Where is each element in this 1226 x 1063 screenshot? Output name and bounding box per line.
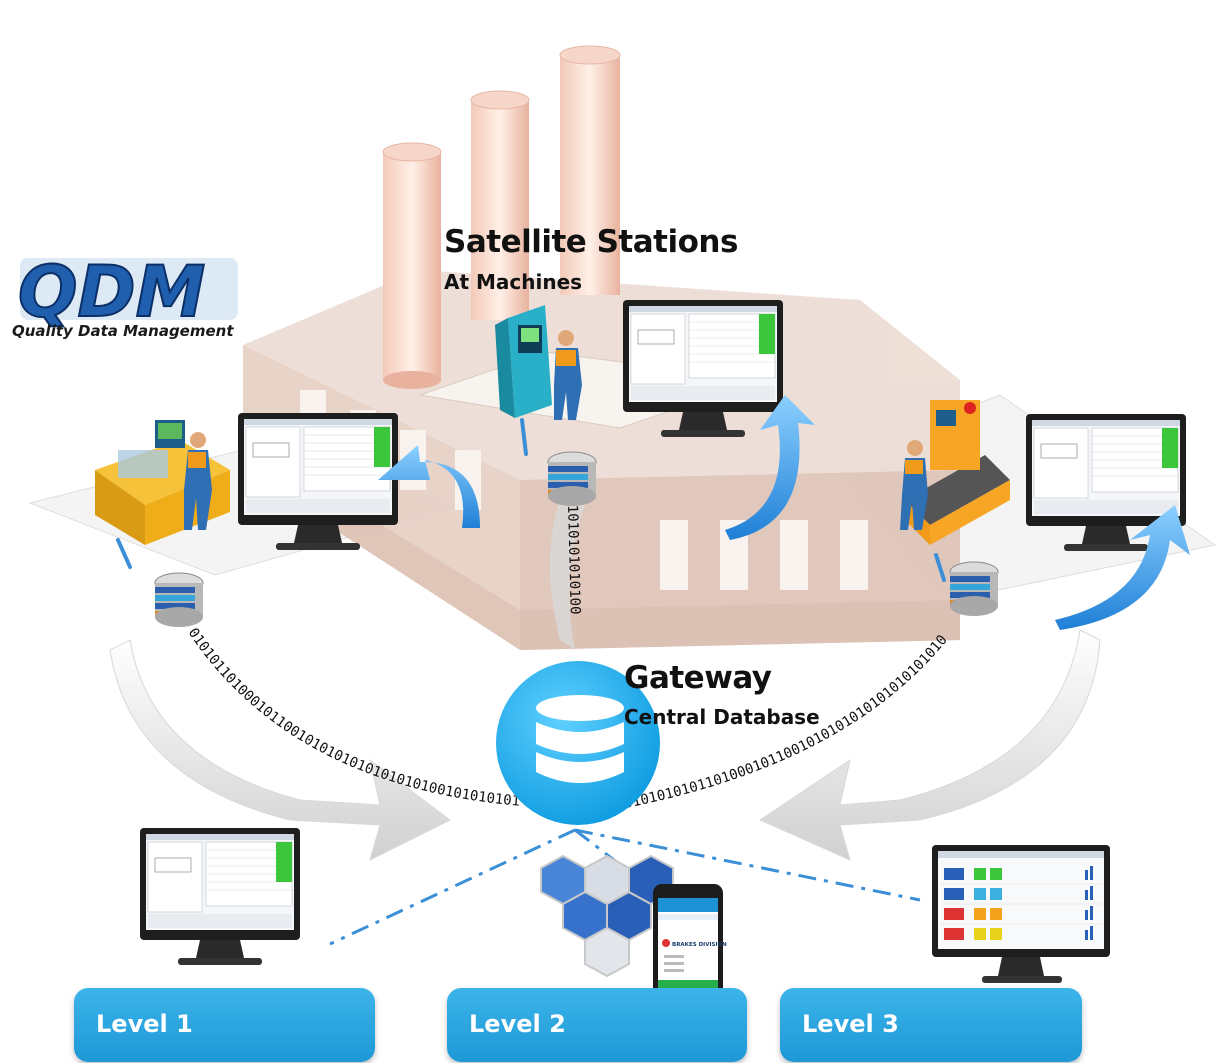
level-2-label: Level 2 xyxy=(469,1010,566,1038)
operator-worker-center-icon xyxy=(554,330,582,420)
cnc-machine-icon xyxy=(495,305,552,418)
upload-arrows xyxy=(378,395,1190,630)
gateway-title: Gateway xyxy=(624,660,772,696)
qdm-logo-subtitle: Quality Data Management xyxy=(12,322,234,340)
smokestacks xyxy=(382,45,621,389)
qdm-wordmark: QDM xyxy=(18,251,205,333)
binary-stream-center: 1010101010100 xyxy=(564,505,583,615)
local-database-right-icon xyxy=(949,561,999,617)
operator-worker-left-icon xyxy=(184,432,212,530)
level1-monitor xyxy=(139,827,301,966)
hexagon-cluster-icon xyxy=(540,854,674,978)
data-flow-arrows xyxy=(109,500,1101,861)
mobile-division-label: BRAKES DIVISION xyxy=(672,942,727,948)
gateway-database-icon xyxy=(496,661,660,825)
qdm-logo: QDM xyxy=(17,250,238,334)
level3-dashboard-monitor xyxy=(932,845,1110,983)
level-1-banner: Level 1 xyxy=(74,988,375,1062)
level-2-banner: Level 2 xyxy=(447,988,747,1062)
assembly-machine-icon xyxy=(905,400,1010,545)
local-database-center-icon xyxy=(547,451,597,507)
gateway-subtitle: Central Database xyxy=(624,705,820,729)
distribution-links xyxy=(329,828,921,946)
operator-worker-right-icon xyxy=(900,440,928,530)
satellite-stations-title: Satellite Stations xyxy=(444,224,738,260)
satellite-stations-subtitle: At Machines xyxy=(444,270,583,294)
level-3-label: Level 3 xyxy=(802,1010,899,1038)
level-3-banner: Level 3 xyxy=(780,988,1082,1062)
local-database-left-icon xyxy=(154,572,204,628)
level-1-label: Level 1 xyxy=(96,1010,193,1038)
